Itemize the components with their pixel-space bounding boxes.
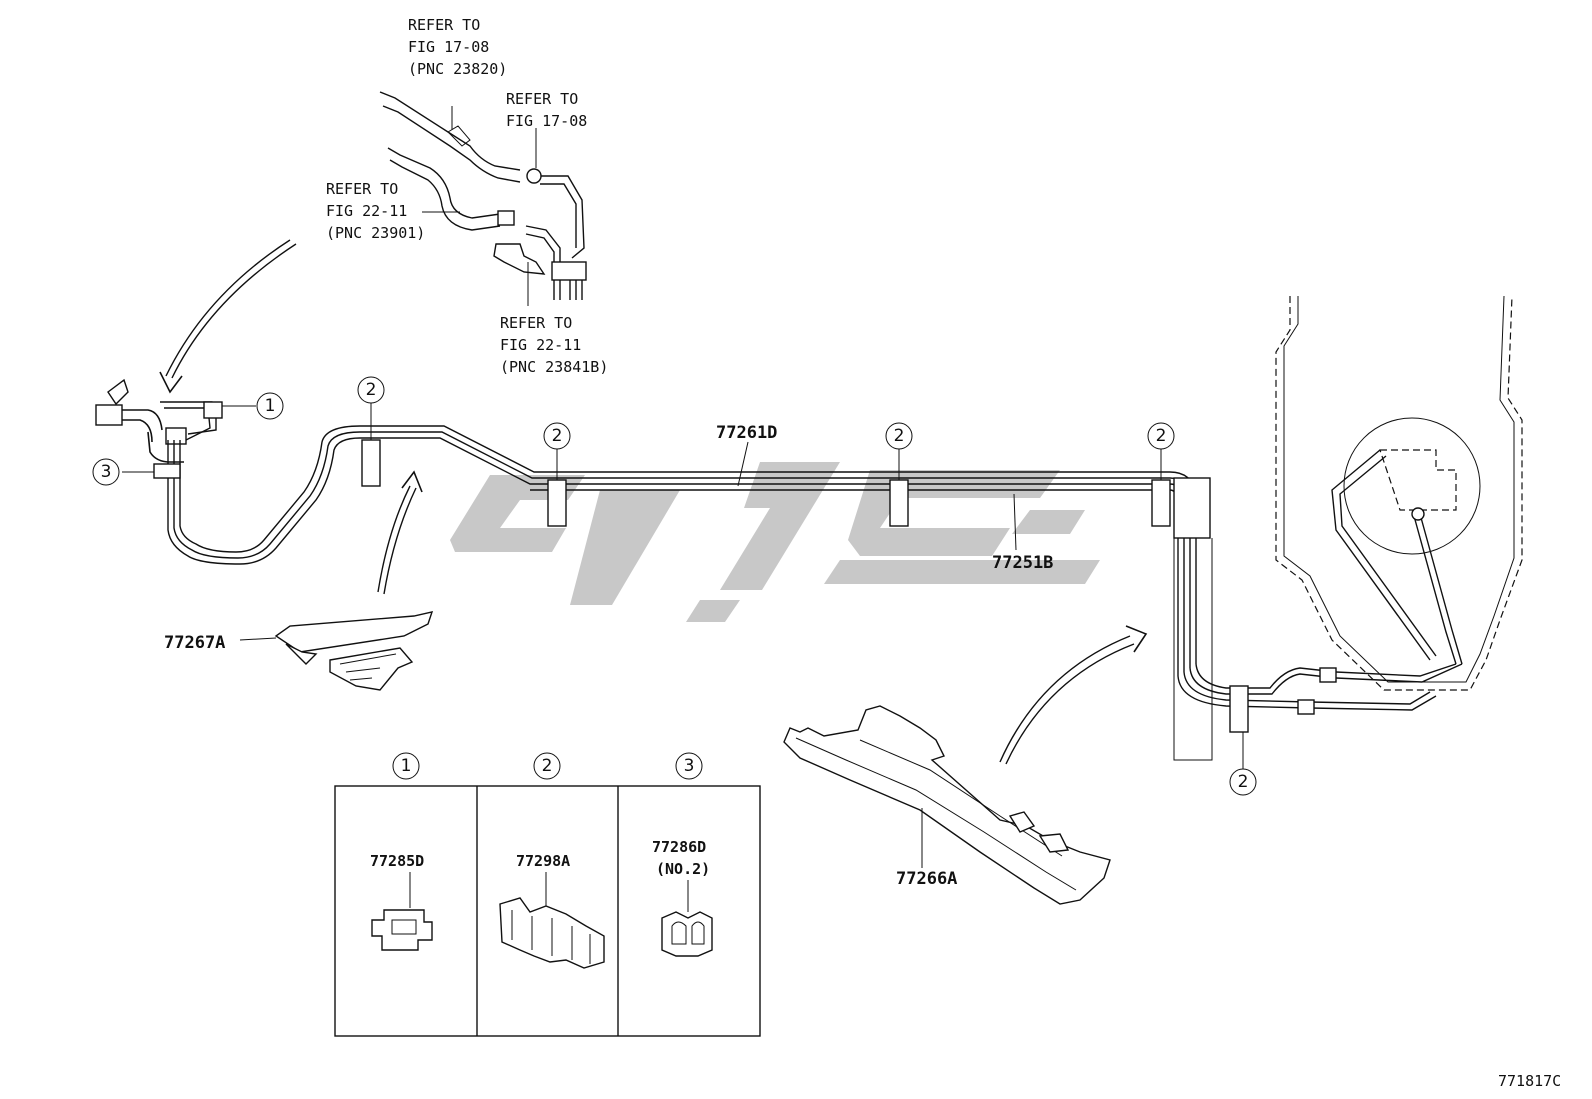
figure-code: 771817C: [1498, 1072, 1561, 1090]
part-77267a-drawing: [239, 611, 434, 691]
ref3-line3: (PNC 23901): [326, 224, 425, 242]
legend-note-no2: (NO.2): [656, 860, 710, 878]
callout-2-b: 2: [543, 422, 571, 480]
svg-text:3: 3: [101, 462, 112, 482]
legend-part-77298a: 77298A: [516, 852, 570, 870]
legend-table: 1 77285D 2 77298A 3 77286D (NO.2): [334, 752, 761, 1037]
ref3-line2: FIG 22-11: [326, 202, 407, 220]
arrow-top: [159, 239, 297, 394]
line-clamps: [153, 439, 1249, 733]
legend-col-1: 1 77285D: [370, 752, 433, 951]
legend-col-2: 2 77298A: [499, 752, 605, 969]
clamp-3-on-line: [153, 463, 181, 479]
legend-number-1: 1: [401, 756, 412, 776]
legend-number-3: 3: [684, 756, 695, 776]
legend-col-3: 3 77286D (NO.2): [652, 752, 713, 957]
callout-2-c: 2: [885, 422, 913, 480]
legend-number-2: 2: [542, 756, 553, 776]
ref1-line2: FIG 17-08: [408, 38, 489, 56]
label-77251b: 77251B: [992, 553, 1053, 573]
ref-fig17-08-pnc23820: REFER TO FIG 17-08 (PNC 23820): [408, 16, 507, 78]
brake-lines: [95, 378, 1337, 761]
svg-text:1: 1: [265, 396, 276, 416]
ref1-line1: REFER TO: [408, 16, 480, 34]
ref2-line1: REFER TO: [506, 90, 578, 108]
callout-2-a: 2: [357, 376, 385, 440]
clamp-2-b: [547, 479, 567, 527]
arrow-right: [999, 625, 1148, 765]
clamp-2-a: [361, 439, 381, 487]
watermark-logo: [450, 462, 1100, 622]
svg-text:2: 2: [1156, 426, 1167, 446]
callout-1-top: 1: [222, 392, 284, 420]
label-77267a: 77267A: [164, 633, 225, 653]
leader-77261d: [737, 441, 749, 487]
part-77266a-drawing: [783, 705, 1111, 905]
svg-text:2: 2: [366, 380, 377, 400]
callout-2-d: 2: [1147, 422, 1175, 480]
clamp-2-e: [1229, 685, 1249, 733]
callout-2-e: 2: [1229, 732, 1257, 796]
svg-text:2: 2: [894, 426, 905, 446]
tank-area: [1275, 295, 1523, 715]
legend-part-77285d: 77285D: [370, 852, 424, 870]
arrow-middle: [377, 470, 423, 595]
label-77261d: 77261D: [716, 423, 777, 443]
legend-part-77286d: 77286D: [652, 838, 706, 856]
svg-text:2: 2: [552, 426, 563, 446]
ref-fig17-08: REFER TO FIG 17-08: [506, 90, 587, 130]
ref-fig22-11-pnc23841b: REFER TO FIG 22-11 (PNC 23841B): [500, 314, 608, 376]
ref4-line2: FIG 22-11: [500, 336, 581, 354]
ref4-line1: REFER TO: [500, 314, 572, 332]
clamp-2-c: [889, 479, 909, 527]
svg-text:2: 2: [1238, 772, 1249, 792]
clamp-2-d: [1151, 479, 1171, 527]
ref4-line3: (PNC 23841B): [500, 358, 608, 376]
top-connections: [379, 91, 587, 306]
ref2-line2: FIG 17-08: [506, 112, 587, 130]
label-77266a: 77266A: [896, 869, 957, 889]
ref3-line1: REFER TO: [326, 180, 398, 198]
ref1-line3: (PNC 23820): [408, 60, 507, 78]
leader-77251b: [1013, 493, 1017, 551]
callout-3-top: 3: [92, 458, 154, 486]
ref-fig22-11-pnc23901: REFER TO FIG 22-11 (PNC 23901): [326, 180, 425, 242]
